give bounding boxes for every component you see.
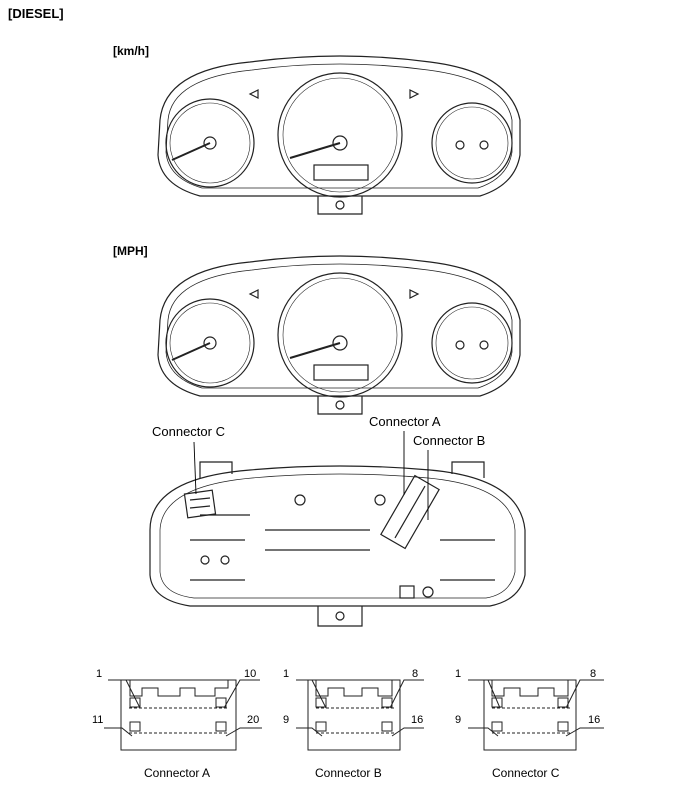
conn-b-pin-1: 1 <box>283 668 290 680</box>
conn-b-pin-16: 16 <box>411 714 424 726</box>
conn-b-pin-9: 9 <box>283 714 290 726</box>
cluster-rear-view <box>149 461 526 627</box>
engine-type-heading: [DIESEL] <box>8 6 64 21</box>
mph-cluster-drawing <box>157 255 521 415</box>
conn-a-pin-20: 20 <box>247 714 260 726</box>
connector-b-callout: Connector B <box>413 433 486 448</box>
conn-a-pin-10: 10 <box>244 668 257 680</box>
connector-c-callout: Connector C <box>152 424 225 439</box>
connector-b-face <box>296 679 424 751</box>
kmh-section-label: [km/h] <box>113 44 149 58</box>
kmh-cluster-drawing <box>157 55 521 215</box>
conn-c-pin-1: 1 <box>455 668 462 680</box>
conn-a-pin-11: 11 <box>92 714 104 726</box>
connector-a-callout: Connector A <box>369 414 441 429</box>
conn-c-pin-9: 9 <box>455 714 462 726</box>
conn-b-caption: Connector B <box>315 766 382 780</box>
connector-c-face <box>468 679 604 751</box>
conn-c-pin-8: 8 <box>590 668 597 680</box>
conn-c-pin-16: 16 <box>588 714 601 726</box>
conn-b-pin-8: 8 <box>412 668 419 680</box>
callout-leaders <box>193 431 429 520</box>
conn-a-pin-1: 1 <box>96 668 103 680</box>
conn-a-caption: Connector A <box>144 766 211 780</box>
conn-c-caption: Connector C <box>492 766 560 780</box>
mph-section-label: [MPH] <box>113 244 148 258</box>
connector-a-face <box>104 679 262 751</box>
